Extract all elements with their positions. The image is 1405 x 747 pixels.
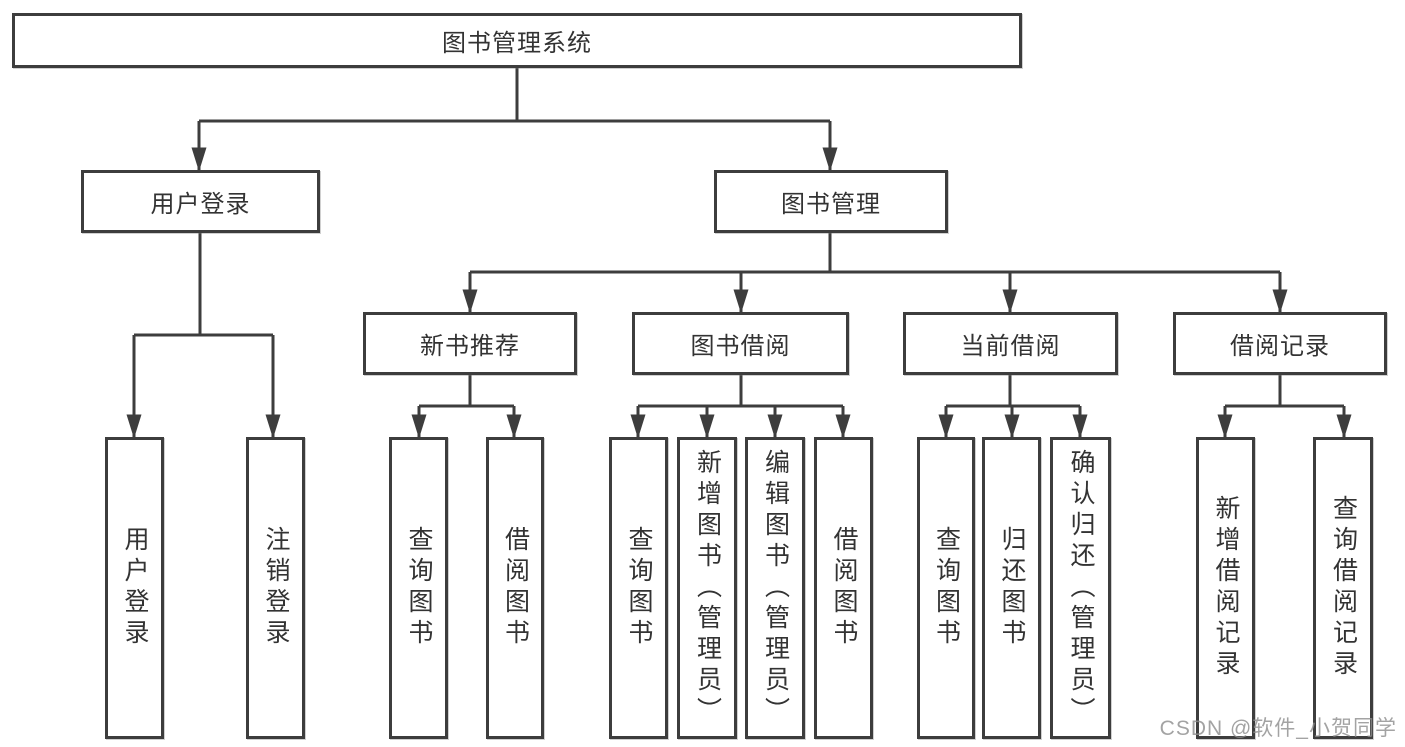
node-book-management: 图书管理 [714,170,948,233]
node-cb-confirm-return-admin: 确认归还（管理员） [1050,437,1111,739]
node-cb-query-books: 查询图书 [917,437,975,739]
node-library-system-label: 图书管理系统 [442,30,592,57]
node-borrowing-records-label: 借阅记录 [1230,333,1330,360]
node-br-query-record: 查询借阅记录 [1313,437,1373,739]
node-cb-return-books-label: 归还图书 [998,526,1026,650]
node-bb-edit-books-admin: 编辑图书（管理员） [745,437,805,739]
node-user-login-leaf-label: 用户登录 [121,526,149,650]
node-nbr-borrow-books: 借阅图书 [486,437,544,739]
node-br-add-record: 新增借阅记录 [1196,437,1255,739]
node-nbr-query-books: 查询图书 [389,437,448,739]
node-bb-add-books-admin-label: 新增图书（管理员） [693,448,722,728]
node-book-borrowing-label: 图书借阅 [690,333,791,360]
node-bb-borrow-books: 借阅图书 [814,437,873,739]
node-br-add-record-label: 新增借阅记录 [1212,495,1240,681]
node-br-query-record-label: 查询借阅记录 [1329,495,1358,681]
csdn-watermark: CSDN @软件_小贺同学 [1159,717,1397,740]
node-logout-label: 注销登录 [262,526,290,650]
node-cb-return-books: 归还图书 [982,437,1041,739]
node-nbr-borrow-books-label: 借阅图书 [501,526,530,650]
node-bb-add-books-admin: 新增图书（管理员） [677,437,737,739]
node-logout: 注销登录 [246,437,305,739]
node-user-login-branch-label: 用户登录 [150,191,251,218]
node-cb-query-books-label: 查询图书 [932,526,961,650]
node-new-book-recommend-label: 新书推荐 [420,333,520,360]
node-nbr-query-books-label: 查询图书 [405,526,433,650]
node-current-borrowing-label: 当前借阅 [960,333,1061,360]
node-library-system: 图书管理系统 [12,13,1022,68]
node-current-borrowing: 当前借阅 [903,312,1118,375]
node-new-book-recommend: 新书推荐 [363,312,577,375]
node-bb-query-books-label: 查询图书 [625,526,653,650]
node-bb-borrow-books-label: 借阅图书 [830,526,858,650]
node-user-login-branch: 用户登录 [81,170,320,233]
node-book-management-label: 图书管理 [781,191,881,218]
node-user-login-leaf: 用户登录 [105,437,164,739]
node-bb-query-books: 查询图书 [609,437,668,739]
node-bb-edit-books-admin-label: 编辑图书（管理员） [761,448,790,728]
node-cb-confirm-return-admin-label: 确认归还（管理员） [1067,448,1095,728]
node-book-borrowing: 图书借阅 [632,312,849,375]
node-borrowing-records: 借阅记录 [1173,312,1387,375]
